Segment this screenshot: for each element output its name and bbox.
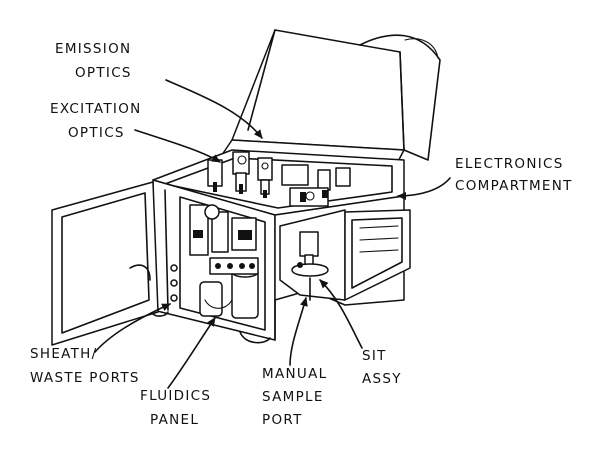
emission-optics-label: EMISSION OPTICS — [55, 41, 137, 81]
callout-arrows — [94, 79, 451, 389]
sheath-waste-ports — [170, 264, 178, 302]
sit-compartment — [279, 209, 346, 301]
arrow-emission-optics — [165, 79, 263, 139]
excitation-optics-components — [207, 151, 351, 207]
top-lid — [231, 29, 441, 161]
arrow-excitation-optics — [134, 129, 221, 163]
fluidics-components — [189, 204, 259, 319]
manual-sample-port-label: MANUAL SAMPLE PORT — [262, 366, 333, 428]
sheath-waste-ports-label: SHEATH/ WASTE PORTS — [30, 346, 140, 386]
arrow-sit-assy — [319, 279, 363, 349]
right-door — [344, 209, 411, 301]
excitation-optics-label: EXCITATION OPTICS — [50, 101, 147, 141]
electronics-compartment-label: ELECTRONICS COMPARTMENT — [455, 156, 573, 194]
left-door — [51, 181, 159, 346]
arrow-fluidics-panel — [167, 317, 216, 389]
arrow-manual-sample-port — [289, 297, 308, 366]
arrow-sheath-waste-ports — [94, 303, 171, 353]
fluidics-panel-label: FLUIDICS PANEL — [140, 388, 217, 428]
arrow-electronics-compartment — [397, 177, 451, 200]
callout-labels: EMISSION OPTICS EXCITATION OPTICS ELECTR… — [30, 41, 573, 428]
sit-assy-label: SIT ASSY — [362, 348, 402, 387]
instrument-drawing — [51, 29, 441, 346]
